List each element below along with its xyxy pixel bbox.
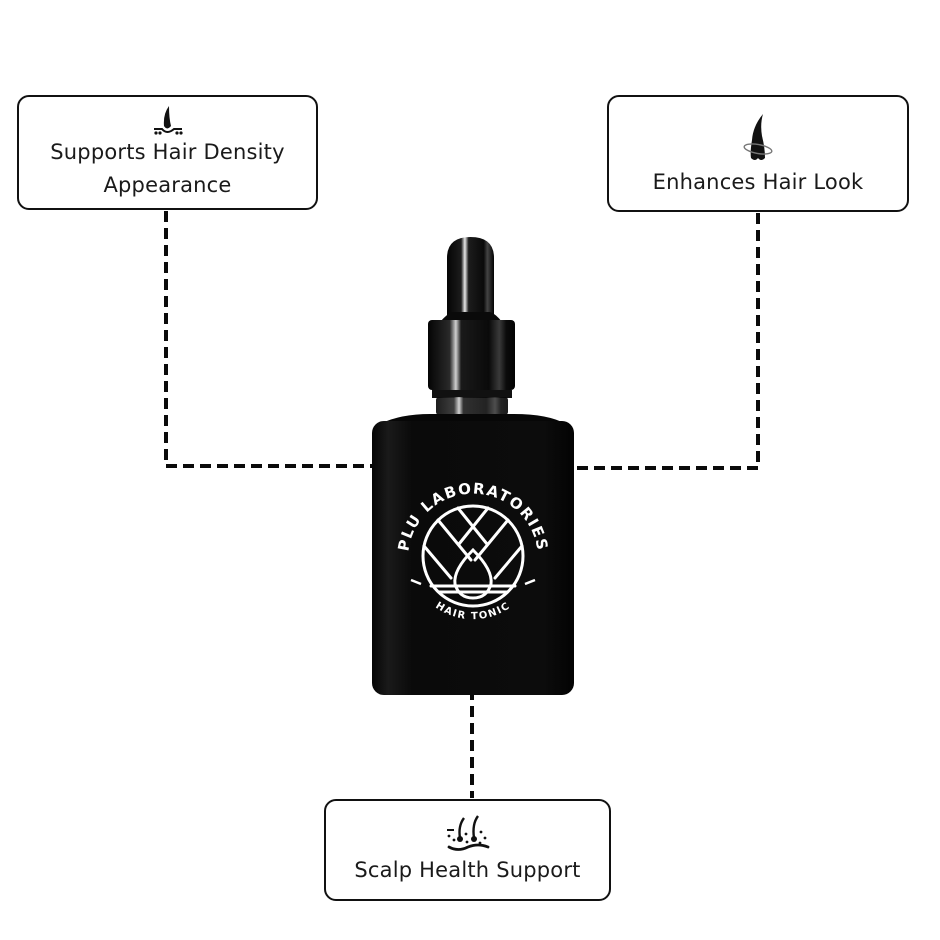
- bottle-body: [372, 421, 574, 695]
- callout-scalp-health: Scalp Health Support: [324, 799, 611, 901]
- hair-follicle-icon: [153, 105, 183, 135]
- callout-hair-density: Supports Hair Density Appearance: [17, 95, 318, 210]
- callout-label: Scalp Health Support: [354, 857, 581, 882]
- connector-right: [572, 213, 760, 470]
- hair-strand-shine-icon: [743, 114, 773, 160]
- callout-label-line1: Supports Hair Density: [50, 139, 285, 164]
- callout-label: Enhances Hair Look: [652, 170, 864, 194]
- callout-hair-look: Enhances Hair Look: [607, 95, 909, 212]
- connector-left: [164, 211, 388, 468]
- scalp-icon: [446, 814, 489, 851]
- callout-label-line2: Appearance: [103, 172, 232, 197]
- dropper-collar: [428, 320, 515, 390]
- dropper-bulb: [447, 237, 494, 318]
- product-bottle: PLU LABORATORIES HAIR TONIC: [372, 237, 574, 695]
